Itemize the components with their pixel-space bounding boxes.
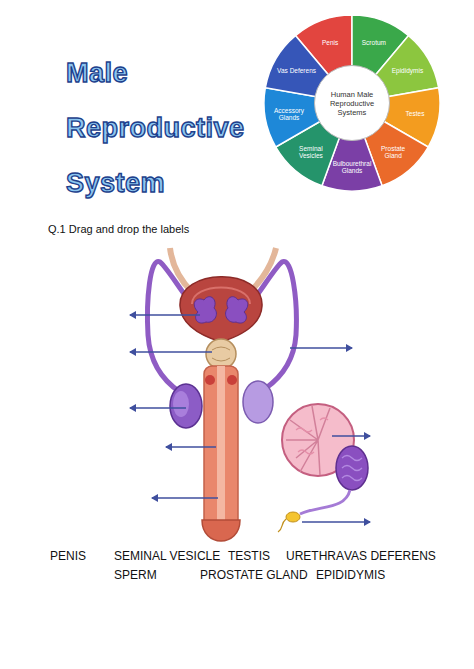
segment-label: Penis (309, 39, 351, 47)
tubules (296, 418, 328, 454)
duct (300, 490, 350, 514)
glans (202, 520, 240, 541)
leader-arrow (166, 446, 216, 447)
segment-label: Scrotum (353, 39, 395, 47)
leader-arrow (290, 347, 352, 348)
word-bank-label: URETHRA (286, 549, 344, 563)
sperm-cell (286, 512, 300, 522)
center-label: Human Male Reproductive Systems (321, 90, 383, 117)
segment-label: Seminal Vesicles (290, 145, 332, 160)
testis-shine (173, 391, 189, 417)
word-bank-label: PROSTATE GLAND (200, 568, 308, 582)
urethra (217, 366, 225, 534)
wheel-center: Human Male Reproductive Systems (314, 65, 390, 141)
bulbourethral-gland (205, 375, 215, 385)
page-title: Male Reproductive System (66, 46, 281, 211)
sperm-tail (278, 519, 286, 532)
testis (243, 381, 273, 423)
epididymis (336, 446, 368, 490)
word-bank-label: PENIS (50, 549, 86, 563)
prostate-detail (212, 347, 230, 361)
segment-label: Testes (394, 110, 436, 118)
question-text: Q.1 Drag and drop the labels (48, 223, 189, 235)
leader-arrow (332, 435, 370, 436)
lobule-lines (286, 406, 330, 475)
leader-arrow (152, 497, 218, 498)
segment-label: Epididymis (386, 67, 428, 75)
leader-arrow (302, 521, 370, 522)
leader-arrow (130, 314, 200, 315)
prostate (206, 339, 236, 369)
word-bank-label: EPIDIDYMIS (316, 568, 385, 582)
word-bank-label: TESTIS (228, 549, 270, 563)
bulbourethral-gland (227, 375, 237, 385)
word-bank-label: SPERM (114, 568, 157, 582)
leader-arrow (130, 407, 186, 408)
segment-label: Accessory Glands (268, 107, 310, 122)
epididymis-coil (342, 456, 362, 481)
seminal-vesicle (194, 297, 216, 323)
testis (170, 384, 202, 428)
segment-label: Bulbourethral Glands (331, 160, 373, 175)
word-bank-label: SEMINAL VESICLE (114, 549, 220, 563)
segment-label: Prostate Gland (372, 145, 414, 160)
bladder (180, 277, 262, 342)
leader-arrow (130, 351, 212, 352)
seminal-vesicle (226, 297, 248, 323)
word-bank-label: VAS DEFERENS (344, 549, 436, 563)
segment-label: Vas Deferens (276, 67, 318, 75)
